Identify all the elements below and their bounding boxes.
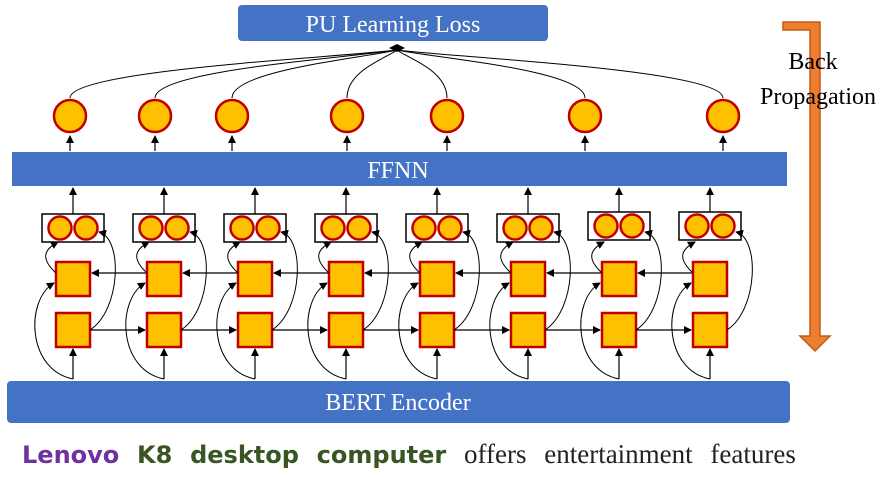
concat-node-right	[619, 213, 645, 239]
forward-to-concat-arrow	[453, 229, 480, 331]
forward-to-concat-arrow	[180, 229, 207, 331]
concat-node-right	[528, 215, 554, 241]
sentence-word: K8	[137, 441, 173, 469]
encoder-to-backward-arrow	[580, 282, 620, 380]
ffnn-input-arrows	[69, 187, 714, 214]
encoder-to-backward-arrow	[398, 282, 438, 380]
forward-lstm-cell	[54, 311, 92, 349]
backward-to-concat-arrow	[591, 241, 605, 274]
sentence-word: entertainment	[544, 439, 693, 469]
bert-encoder-bar: BERT Encoder	[7, 381, 790, 423]
sentence-word: Lenovo	[22, 441, 120, 469]
sentence-word: computer	[316, 441, 447, 469]
forward-lstm-cell	[418, 311, 456, 349]
backward-to-concat-arrow	[409, 241, 423, 274]
output-node	[137, 98, 173, 134]
output-node	[429, 98, 465, 134]
forward-lstm-cell	[327, 311, 365, 349]
encoder-to-backward-arrow	[307, 282, 347, 380]
ffnn-label: FFNN	[367, 158, 428, 184]
loss-line	[69, 49, 398, 99]
forward-lstm-cell	[691, 311, 729, 349]
output-node	[567, 98, 603, 134]
forward-lstm-cell	[145, 311, 183, 349]
loss-line	[396, 49, 448, 99]
backward-to-concat-arrow	[227, 241, 241, 274]
concat-node-left	[593, 213, 619, 239]
concat-node-right	[710, 213, 736, 239]
output-node	[214, 98, 250, 134]
forward-to-concat-arrow	[635, 229, 662, 331]
back-label: Back	[788, 49, 837, 75]
forward-to-concat-arrow	[89, 229, 116, 331]
output-node	[705, 98, 741, 134]
loss-line	[396, 49, 586, 99]
sentence-word: features	[710, 439, 796, 469]
backward-lstm-cell	[145, 260, 183, 298]
bert-encoder-label: BERT Encoder	[325, 390, 470, 416]
forward-to-concat-arrow	[544, 229, 571, 331]
output-node	[329, 98, 365, 134]
concat-node-right	[73, 215, 99, 241]
bilstm-layer	[34, 229, 753, 380]
encoder-to-backward-arrow	[125, 282, 165, 380]
forward-to-concat-arrow	[271, 229, 298, 331]
output-node-row	[52, 98, 741, 151]
sentence-word: desktop	[190, 441, 299, 469]
backward-lstm-cell	[236, 260, 274, 298]
loss-line	[396, 49, 724, 99]
encoder-to-backward-arrow	[489, 282, 529, 380]
forward-to-concat-arrow	[362, 229, 389, 331]
concat-node-right	[346, 215, 372, 241]
encoder-to-backward-arrow	[671, 282, 711, 380]
backward-lstm-cell	[600, 260, 638, 298]
concat-node-right	[164, 215, 190, 241]
forward-lstm-cell	[600, 311, 638, 349]
concat-node-left	[47, 215, 73, 241]
pu-loss-label: PU Learning Loss	[306, 12, 481, 38]
loss-line	[231, 49, 398, 99]
loss-line	[346, 49, 398, 99]
concat-node-left	[502, 215, 528, 241]
input-sentence: Lenovo K8 desktop computer offers entert…	[22, 436, 807, 472]
concat-node-left	[411, 215, 437, 241]
concat-node-left	[684, 213, 710, 239]
ffnn-bar: FFNN	[12, 152, 787, 186]
encoder-to-backward-arrow	[34, 282, 74, 380]
concat-node-left	[320, 215, 346, 241]
back-propagation-arrow: Back Propagation	[760, 21, 876, 353]
backward-lstm-cell	[509, 260, 547, 298]
backward-to-concat-arrow	[682, 241, 696, 274]
pu-loss-box: PU Learning Loss	[238, 5, 548, 41]
sentence-word: offers	[464, 439, 527, 469]
concat-node-right	[255, 215, 281, 241]
concat-node-left	[138, 215, 164, 241]
loss-line	[154, 49, 398, 99]
forward-lstm-cell	[509, 311, 547, 349]
concat-node-left	[229, 215, 255, 241]
encoder-to-backward-arrow	[216, 282, 256, 380]
backward-lstm-cell	[418, 260, 456, 298]
forward-lstm-cell	[236, 311, 274, 349]
backward-to-concat-arrow	[136, 241, 150, 274]
backward-lstm-cell	[691, 260, 729, 298]
concat-node-row	[41, 211, 742, 243]
output-node	[52, 98, 88, 134]
backward-lstm-cell	[327, 260, 365, 298]
forward-to-concat-arrow	[726, 229, 753, 331]
backward-to-concat-arrow	[318, 241, 332, 274]
backward-lstm-cell	[54, 260, 92, 298]
propagation-label: Propagation	[760, 84, 876, 110]
concat-node-right	[437, 215, 463, 241]
backward-to-concat-arrow	[500, 241, 514, 274]
loss-connection-lines	[69, 44, 724, 99]
backward-to-concat-arrow	[45, 241, 59, 274]
